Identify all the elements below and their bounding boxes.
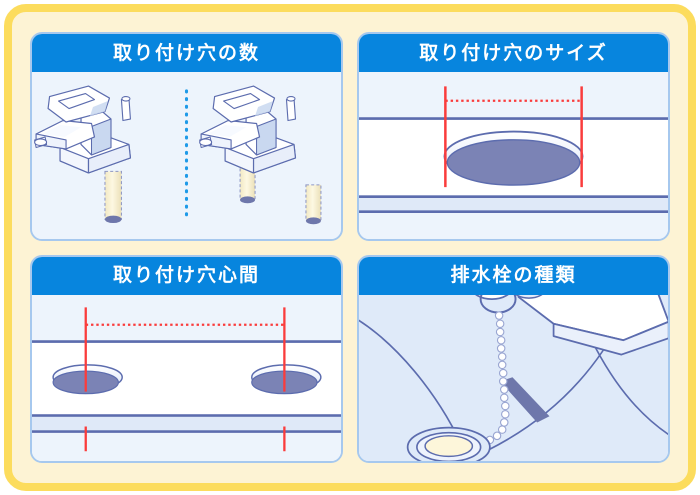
- illustration-mounting-hole-count: [32, 72, 341, 239]
- panel-title-mounting-hole-count: 取り付け穴の数: [32, 34, 341, 72]
- illustration-drain-plug-type: [359, 294, 668, 461]
- illustration-mounting-hole-size: [359, 72, 668, 239]
- illustration-hole-center-distance: [32, 294, 341, 461]
- panel-drain-plug-type[interactable]: 排水栓の種類: [357, 254, 670, 463]
- measurement-span-hole-diameter: [444, 86, 583, 188]
- panel-mounting-hole-size[interactable]: 取り付け穴のサイズ: [357, 32, 670, 241]
- panel-mounting-hole-center-distance[interactable]: 取り付け穴心間: [30, 254, 343, 463]
- measurement-span-center-distance: [84, 306, 286, 451]
- panel-title-mounting-hole-size: 取り付け穴のサイズ: [359, 34, 668, 72]
- panel-grid: 取り付け穴の数: [12, 12, 688, 483]
- panel-title-mounting-hole-center-distance: 取り付け穴心間: [32, 256, 341, 295]
- panel-title-drain-plug-type: 排水栓の種類: [359, 256, 668, 295]
- outer-frame: 取り付け穴の数: [4, 4, 696, 491]
- panel-mounting-hole-count[interactable]: 取り付け穴の数: [30, 32, 343, 241]
